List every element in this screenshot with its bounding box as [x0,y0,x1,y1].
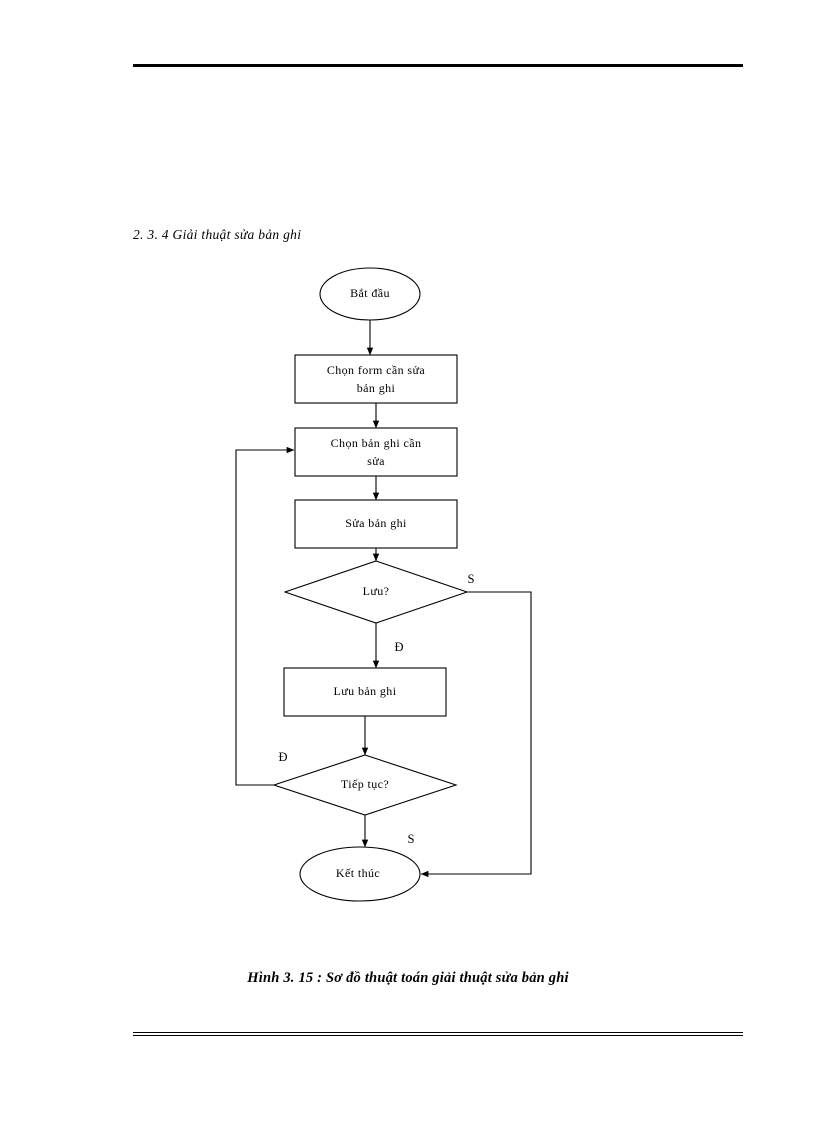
node-start-label: Bắt đầu [350,286,390,300]
branch-label-save-yes: S [468,572,475,586]
edge-continue-q-to-pick-rec [235,446,295,786]
node-pick-record-label-line2: sửa [367,454,385,468]
node-pick-record-label-line1: Chọn bản ghi cần [331,436,422,450]
node-pick-form-label-line2: bản ghi [357,381,396,395]
branch-label-save-no: Đ [394,640,403,654]
node-pick-form: Chọn form cần sửa bản ghi [294,354,458,404]
node-save-record: Lưu bản ghi [283,667,447,717]
node-continue-decision-label: Tiếp tục? [341,777,389,791]
node-save-decision: Lưu? [283,560,469,624]
node-pick-record: Chọn bản ghi cần sửa [294,427,458,477]
node-end: Kết thúc [299,846,421,902]
node-save-record-label: Lưu bản ghi [334,684,397,698]
header-rule [133,64,743,67]
branch-label-continue-yes: Đ [278,750,287,764]
figure-caption: Hình 3. 15 : Sơ đồ thuật toán giải thuật… [247,970,569,986]
node-start: Bắt đầu [319,267,421,321]
node-save-decision-label: Lưu? [363,584,390,598]
node-edit-record: Sửa bản ghi [294,499,458,549]
footer-rule [133,1032,743,1036]
node-end-label: Kết thúc [336,866,380,880]
edge-save-q-to-end [420,591,532,878]
node-pick-form-label-line1: Chọn form cần sửa [327,363,426,377]
node-edit-record-label: Sửa bản ghi [345,516,407,530]
branch-label-continue-no: S [408,832,415,846]
section-heading: 2. 3. 4 Giải thuật sửa bản ghi [133,227,302,242]
node-continue-decision: Tiếp tục? [272,754,458,816]
